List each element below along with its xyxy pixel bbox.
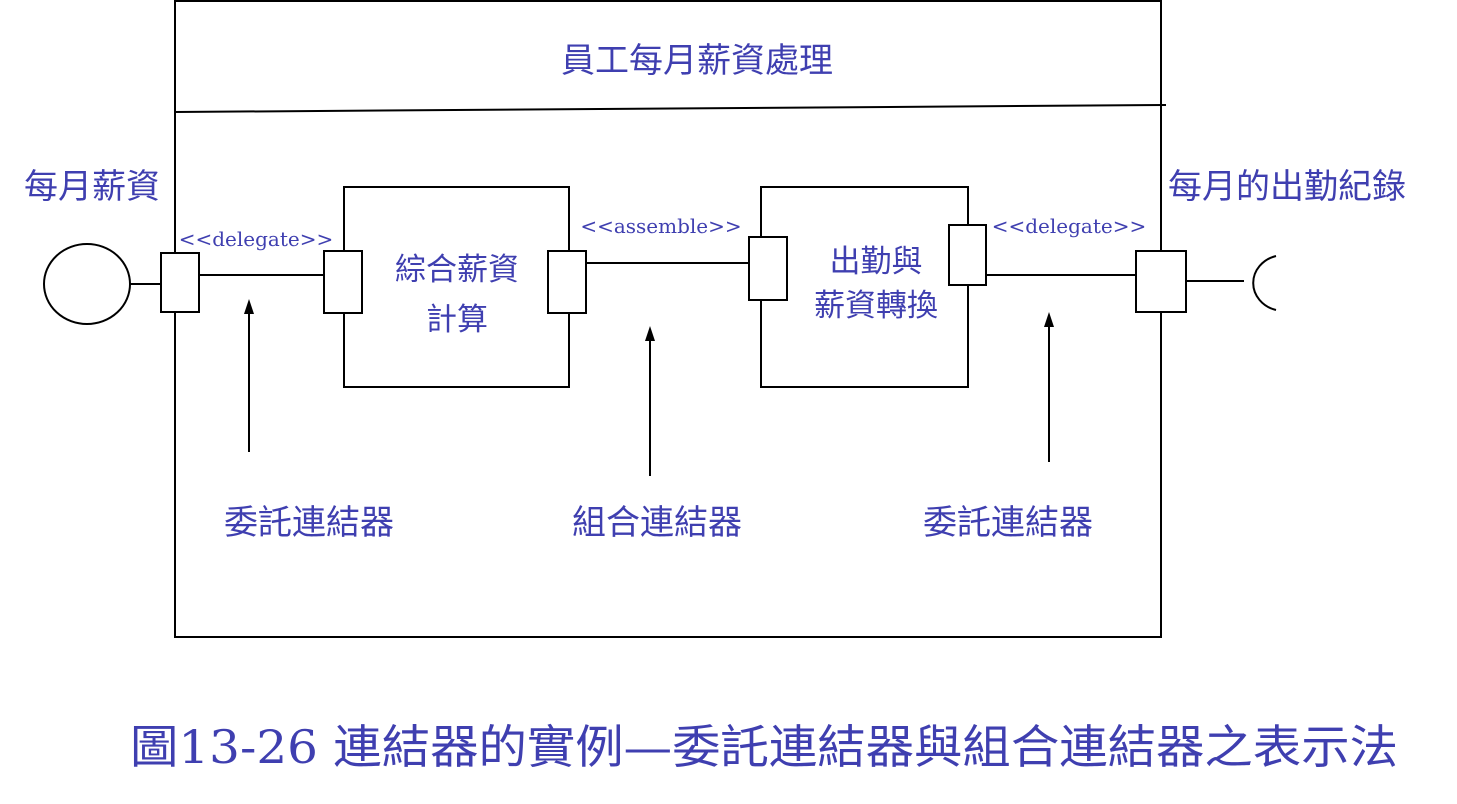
part-2-label-line-1: 出勤與 (830, 244, 923, 280)
figure-caption: 圖13-26 連結器的實例—委託連結器與組合連結器之表示法 (130, 720, 1398, 774)
part-1-label-line-2: 計算 (426, 302, 488, 338)
required-interface-icon (1252, 255, 1277, 311)
right-boundary-port (1135, 250, 1187, 313)
connector-2-pointer-arrow (645, 326, 655, 476)
provided-interface-icon (43, 243, 131, 325)
part-2-label-line-2: 薪資轉換 (814, 288, 938, 324)
part-1-right-port (547, 250, 587, 314)
connector-1-label: 委託連結器 (224, 503, 394, 543)
component-title: 員工每月薪資處理 (561, 41, 833, 81)
part-1-left-port (323, 250, 363, 314)
required-interface-label: 每月的出勤紀錄 (1168, 167, 1406, 207)
part-2-box (760, 186, 969, 388)
connector-1-pointer-arrow (244, 299, 254, 452)
connector-2-label: 組合連結器 (572, 503, 742, 543)
connector-3-pointer-arrow (1044, 312, 1054, 462)
part-2-right-port (948, 224, 987, 286)
provided-interface-label: 每月薪資 (24, 167, 160, 207)
component-header-divider (174, 104, 1167, 113)
part-1-label-line-1: 綜合薪資 (395, 252, 519, 288)
part-2-left-port (748, 236, 788, 301)
connector-2-stereotype: <<assemble>> (580, 214, 741, 238)
connector-1-stereotype: <<delegate>> (179, 227, 334, 251)
component-frame (174, 0, 1162, 638)
connector-3-stereotype: <<delegate>> (992, 214, 1147, 238)
left-boundary-port (160, 252, 200, 313)
connector-3-label: 委託連結器 (923, 503, 1093, 543)
